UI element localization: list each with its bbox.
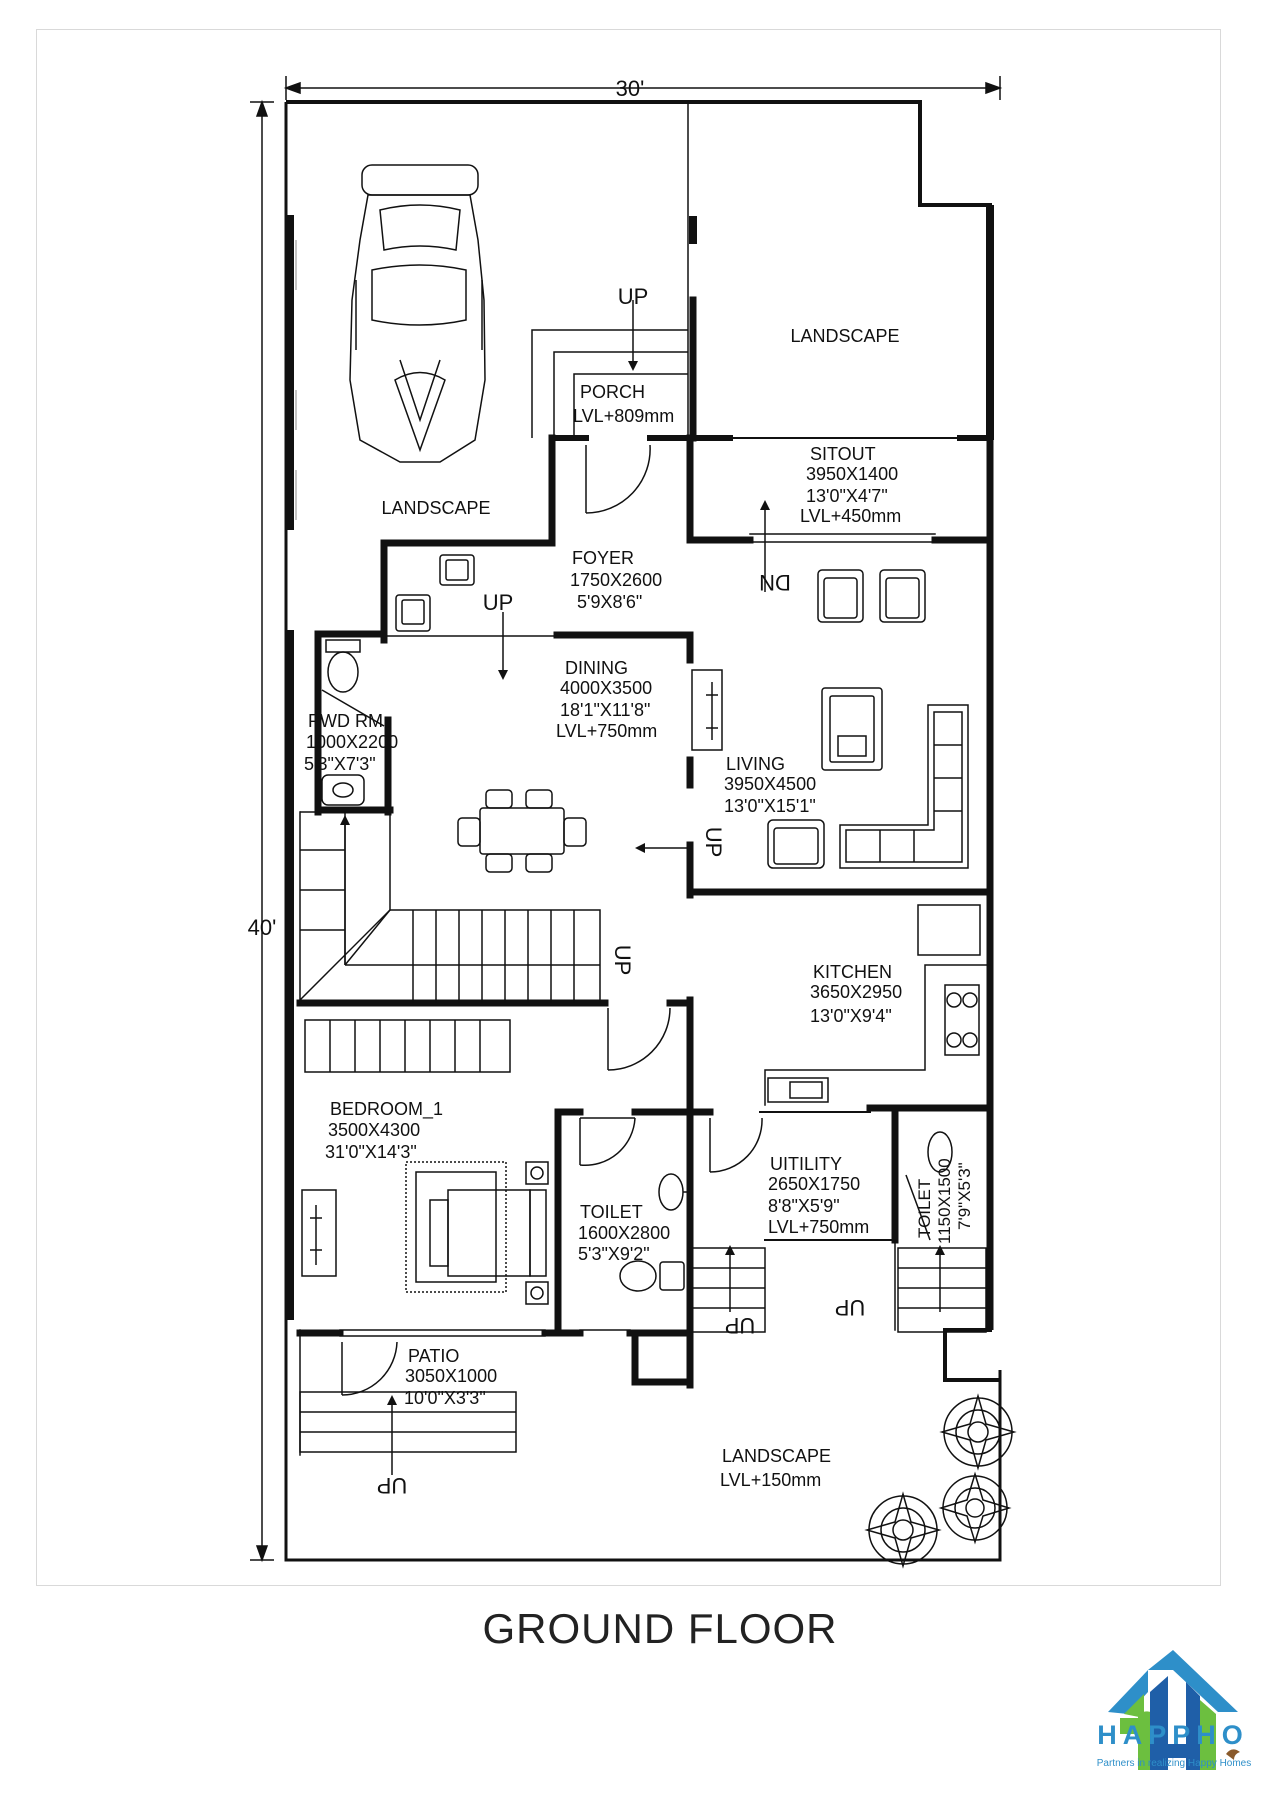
brand-tagline: Partners in realizing Happy Homes — [1096, 1758, 1252, 1769]
label-utility-lvl: LVL+750mm — [768, 1217, 869, 1237]
label-toilet2-ft: 7'9"X5'3" — [955, 1162, 974, 1230]
living-up-label: UP — [701, 827, 726, 858]
patio-steps — [299, 1391, 517, 1475]
doors — [341, 1007, 763, 1396]
label-toilet-mm: 1600X2800 — [578, 1223, 670, 1243]
porch-up-label: UP — [618, 284, 649, 309]
label-sitout-lvl: LVL+450mm — [800, 506, 901, 526]
tv-unit — [301, 669, 723, 1277]
label-pwd-mm: 1000X2200 — [306, 732, 398, 752]
room-labels: LANDSCAPE LANDSCAPE PORCH LVL+809mm SITO… — [304, 326, 974, 1490]
dimension-width — [283, 76, 1003, 100]
happho-logo-icon — [1108, 1650, 1240, 1770]
patio-up-label: UP — [377, 1473, 408, 1498]
label-foyer-mm: 1750X2600 — [570, 570, 662, 590]
toilet2-fixtures — [905, 1131, 953, 1241]
label-pwd-ft: 5'3"X7'3" — [304, 754, 376, 774]
label-patio-mm: 3050X1000 — [405, 1366, 497, 1386]
label-bedroom-ft: 31'0"X14'3" — [325, 1142, 417, 1162]
toilet-up-label: UP — [835, 1295, 866, 1320]
label-pwd: PWD RM — [308, 711, 383, 731]
label-toilet2-mm: 1150X1500 — [935, 1158, 954, 1244]
label-toilet: TOILET — [580, 1202, 643, 1222]
sofa-icon — [821, 687, 969, 869]
label-living: LIVING — [726, 754, 785, 774]
label-landscape-bottom-lvl: LVL+150mm — [720, 1470, 821, 1490]
drawing-title: GROUND FLOOR — [482, 1605, 838, 1652]
label-dining: DINING — [565, 658, 628, 678]
label-foyer-ft: 5'9X8'6" — [577, 592, 642, 612]
floor-plan: 30' 40' — [248, 76, 1017, 1569]
foyer-chairs — [395, 554, 475, 632]
foyer-door — [585, 444, 651, 514]
toilet-fixtures — [619, 1173, 690, 1292]
label-landscape-bottom: LANDSCAPE — [722, 1446, 831, 1466]
bed-icon — [405, 1161, 549, 1305]
width-label: 30' — [616, 76, 645, 101]
label-sitout: SITOUT — [810, 444, 876, 464]
label-utility-ft: 8'8"X5'9" — [768, 1196, 840, 1216]
dining-table-icon — [457, 789, 587, 873]
label-patio: PATIO — [408, 1346, 459, 1366]
label-dining-lvl: LVL+750mm — [556, 721, 657, 741]
pwd-fixtures — [321, 639, 385, 806]
porch-steps — [531, 329, 688, 438]
label-foyer: FOYER — [572, 548, 634, 568]
label-toilet2: TOILET — [915, 1179, 934, 1238]
label-kitchen-mm: 3650X2950 — [810, 982, 902, 1002]
bedroom-stair — [304, 1019, 511, 1073]
label-landscape-left: LANDSCAPE — [381, 498, 490, 518]
kitchen-fixtures — [767, 904, 981, 1103]
label-sitout-mm: 3950X1400 — [806, 464, 898, 484]
label-utility: UITILITY — [770, 1154, 842, 1174]
utility-up-label: UP — [725, 1313, 756, 1338]
plant-icon — [864, 1393, 1017, 1569]
label-dining-mm: 4000X3500 — [560, 678, 652, 698]
label-patio-ft: 10'0"X3'3" — [404, 1388, 486, 1408]
label-toilet-ft: 5'3"X9'2" — [578, 1244, 650, 1264]
car-icon — [349, 164, 486, 463]
utility-steps — [689, 1245, 987, 1333]
depth-label: 40' — [248, 915, 277, 940]
dimension-depth — [250, 99, 274, 1563]
label-bedroom-mm: 3500X4300 — [328, 1120, 420, 1140]
stair-up-label: UP — [610, 945, 635, 976]
label-utility-mm: 2650X1750 — [768, 1174, 860, 1194]
internal-walls — [296, 101, 994, 1456]
label-living-mm: 3950X4500 — [724, 774, 816, 794]
label-landscape-top-right: LANDSCAPE — [790, 326, 899, 346]
drawing-frame — [36, 29, 1221, 1586]
label-porch: PORCH — [580, 382, 645, 402]
sitout-dn-label: DN — [759, 570, 791, 595]
label-sitout-ft: 13'0"X4'7" — [806, 486, 888, 506]
staircase — [299, 811, 601, 1003]
label-dining-ft: 18'1"X11'8" — [560, 700, 650, 720]
foyer-up-label: UP — [483, 590, 514, 615]
label-bedroom: BEDROOM_1 — [330, 1099, 443, 1120]
label-porch-lvl: LVL+809mm — [573, 406, 674, 426]
living-armchairs — [767, 569, 926, 869]
label-kitchen: KITCHEN — [813, 962, 892, 982]
brand-name: HAPPHO — [1097, 1720, 1249, 1750]
label-kitchen-ft: 13'0"X9'4" — [810, 1006, 892, 1026]
outer-walls — [284, 100, 1002, 1562]
stair-labels: UP UP DN UP UP UP UP UP — [377, 284, 866, 1498]
label-living-ft: 13'0"X15'1" — [724, 796, 816, 816]
